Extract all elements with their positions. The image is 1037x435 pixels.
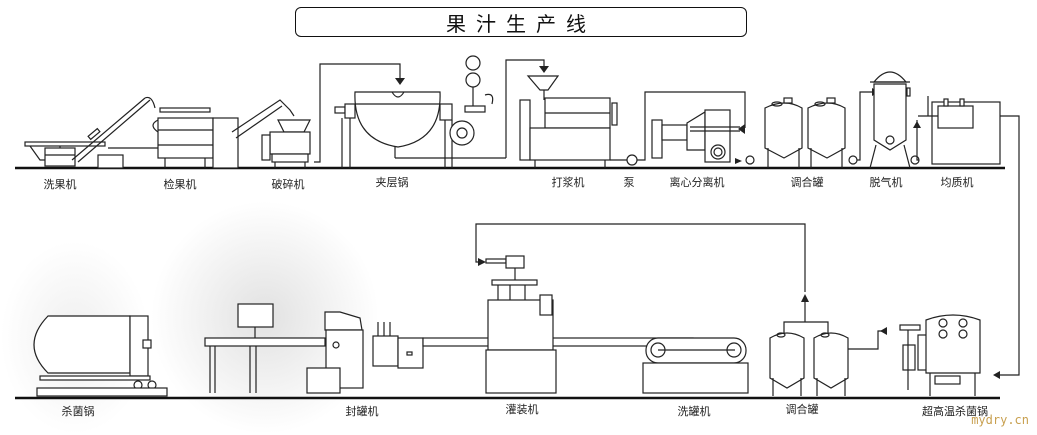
can-washer-machine [642,337,749,394]
diagram-title: 果汁生产线 [446,11,596,36]
station-label: 洗罐机 [677,405,711,418]
station-label: 均质机 [940,176,974,189]
station-label: 灌装机 [505,403,539,416]
station-label: 离心分离机 [669,176,725,189]
sterilizer-machine [33,315,168,397]
crusher-machine [231,99,311,168]
pump-symbol [626,154,638,166]
station-label: 脱气机 [869,176,903,189]
flow-arrow [395,78,405,85]
station-label: 检果机 [163,178,197,191]
pump-symbol [848,155,858,165]
flow-arrow [478,258,486,266]
sorter-machine [152,107,239,169]
pipe-homogenizer-to-uht [1000,115,1020,376]
pipe-crusher-to-kettle [314,63,401,163]
station-label: 泵 [623,176,635,189]
homogenizer-machine [918,96,1001,165]
flow-arrow [539,66,549,73]
washer-machine [24,96,200,169]
station-label: 破碎机 [271,178,305,191]
station-label: 夹层锅 [375,176,409,189]
can-sealer-machine [204,303,424,394]
diagram-title-box: 果汁生产线 [295,7,747,37]
flow-arrow [801,294,809,302]
pulper-machine [519,75,618,168]
flow-arrow [993,371,1000,379]
uht-sterilizer-machine [899,314,981,396]
jacketed-kettle-machine [334,55,506,168]
station-label: 打浆机 [551,176,585,189]
blending-tank-machine [764,97,846,168]
filler-machine [475,223,806,394]
pump-symbol [745,155,755,165]
deaerator-machine [869,71,911,169]
station-label: 洗果机 [43,178,77,191]
flow-arrow [913,121,921,128]
flow-arrow [880,327,887,335]
station-label: 调合罐 [785,403,819,416]
flow-arrow [735,158,742,164]
station-label: 封罐机 [345,405,379,418]
station-label: 杀菌锅 [61,405,95,418]
watermark: mydry.cn [971,413,1029,427]
pipe-kettle-to-pulper [505,59,545,158]
flow-arrow [738,124,745,134]
centrifuge-machine [651,109,740,163]
station-label: 调合罐 [790,176,824,189]
station-label: 超高温杀菌锅 [922,405,988,418]
blending-tank-machine-2 [769,294,887,396]
